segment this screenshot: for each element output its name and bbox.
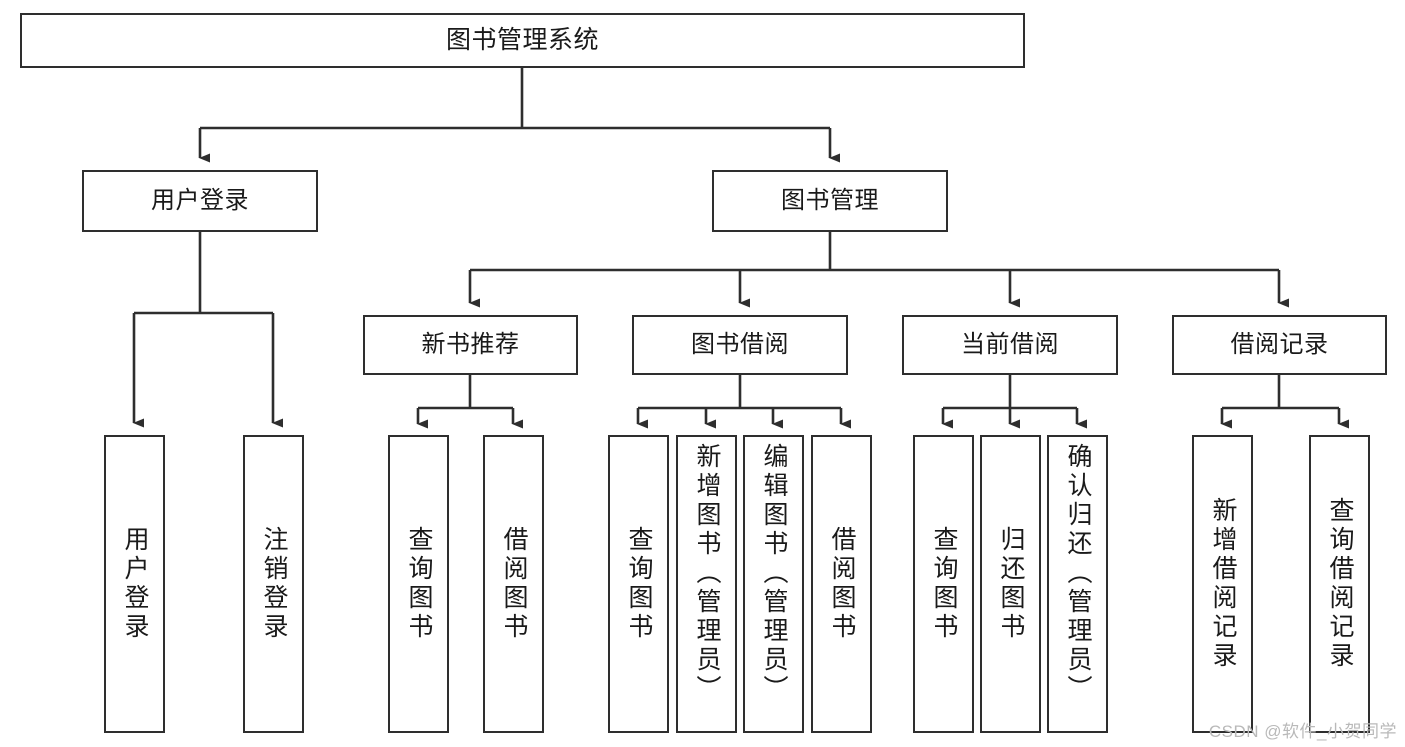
leaf-return-book[interactable]: 归还图书 bbox=[980, 435, 1041, 733]
leaf-query-book-borrow[interactable]: 查询图书 bbox=[608, 435, 669, 733]
node-user-login[interactable]: 用户登录 bbox=[82, 170, 318, 232]
node-label: 新增借阅记录 bbox=[1209, 497, 1237, 671]
node-new-book-recommend[interactable]: 新书推荐 bbox=[363, 315, 578, 375]
leaf-add-book-admin[interactable]: 新增图书（管理员） bbox=[676, 435, 737, 733]
leaf-borrow-book-recommend[interactable]: 借阅图书 bbox=[483, 435, 544, 733]
node-label: 注销登录 bbox=[260, 526, 288, 642]
node-label: 当前借阅 bbox=[961, 330, 1059, 358]
node-root-system[interactable]: 图书管理系统 bbox=[20, 13, 1025, 68]
leaf-query-book-current[interactable]: 查询图书 bbox=[913, 435, 974, 733]
leaf-query-borrow-record[interactable]: 查询借阅记录 bbox=[1309, 435, 1370, 733]
node-current-borrow[interactable]: 当前借阅 bbox=[902, 315, 1118, 375]
node-label: 新书推荐 bbox=[421, 330, 520, 358]
node-book-borrow[interactable]: 图书借阅 bbox=[632, 315, 848, 375]
node-label: 新增图书（管理员） bbox=[693, 443, 721, 704]
node-label: 图书借阅 bbox=[691, 330, 789, 358]
node-label: 图书管理 bbox=[781, 186, 879, 214]
node-label: 查询图书 bbox=[930, 526, 958, 642]
leaf-borrow-book-borrow[interactable]: 借阅图书 bbox=[811, 435, 872, 733]
leaf-query-book-recommend[interactable]: 查询图书 bbox=[388, 435, 449, 733]
leaf-user-login[interactable]: 用户登录 bbox=[104, 435, 165, 733]
leaf-add-borrow-record[interactable]: 新增借阅记录 bbox=[1192, 435, 1253, 733]
node-borrow-record[interactable]: 借阅记录 bbox=[1172, 315, 1387, 375]
node-label: 用户登录 bbox=[151, 186, 249, 214]
node-label: 查询图书 bbox=[625, 526, 653, 642]
leaf-edit-book-admin[interactable]: 编辑图书（管理员） bbox=[743, 435, 804, 733]
node-label: 编辑图书（管理员） bbox=[760, 443, 788, 704]
leaf-logout-login[interactable]: 注销登录 bbox=[243, 435, 304, 733]
leaf-confirm-return-admin[interactable]: 确认归还（管理员） bbox=[1047, 435, 1108, 733]
node-label: 查询借阅记录 bbox=[1326, 497, 1354, 671]
node-label: 借阅图书 bbox=[828, 526, 856, 642]
node-label: 确认归还（管理员） bbox=[1064, 443, 1092, 704]
node-label: 借阅记录 bbox=[1230, 330, 1329, 358]
node-label: 归还图书 bbox=[997, 526, 1025, 642]
node-label: 借阅图书 bbox=[500, 526, 528, 642]
node-label: 查询图书 bbox=[405, 526, 433, 642]
node-label: 图书管理系统 bbox=[445, 25, 599, 54]
node-book-manage[interactable]: 图书管理 bbox=[712, 170, 948, 232]
node-label: 用户登录 bbox=[121, 526, 149, 642]
